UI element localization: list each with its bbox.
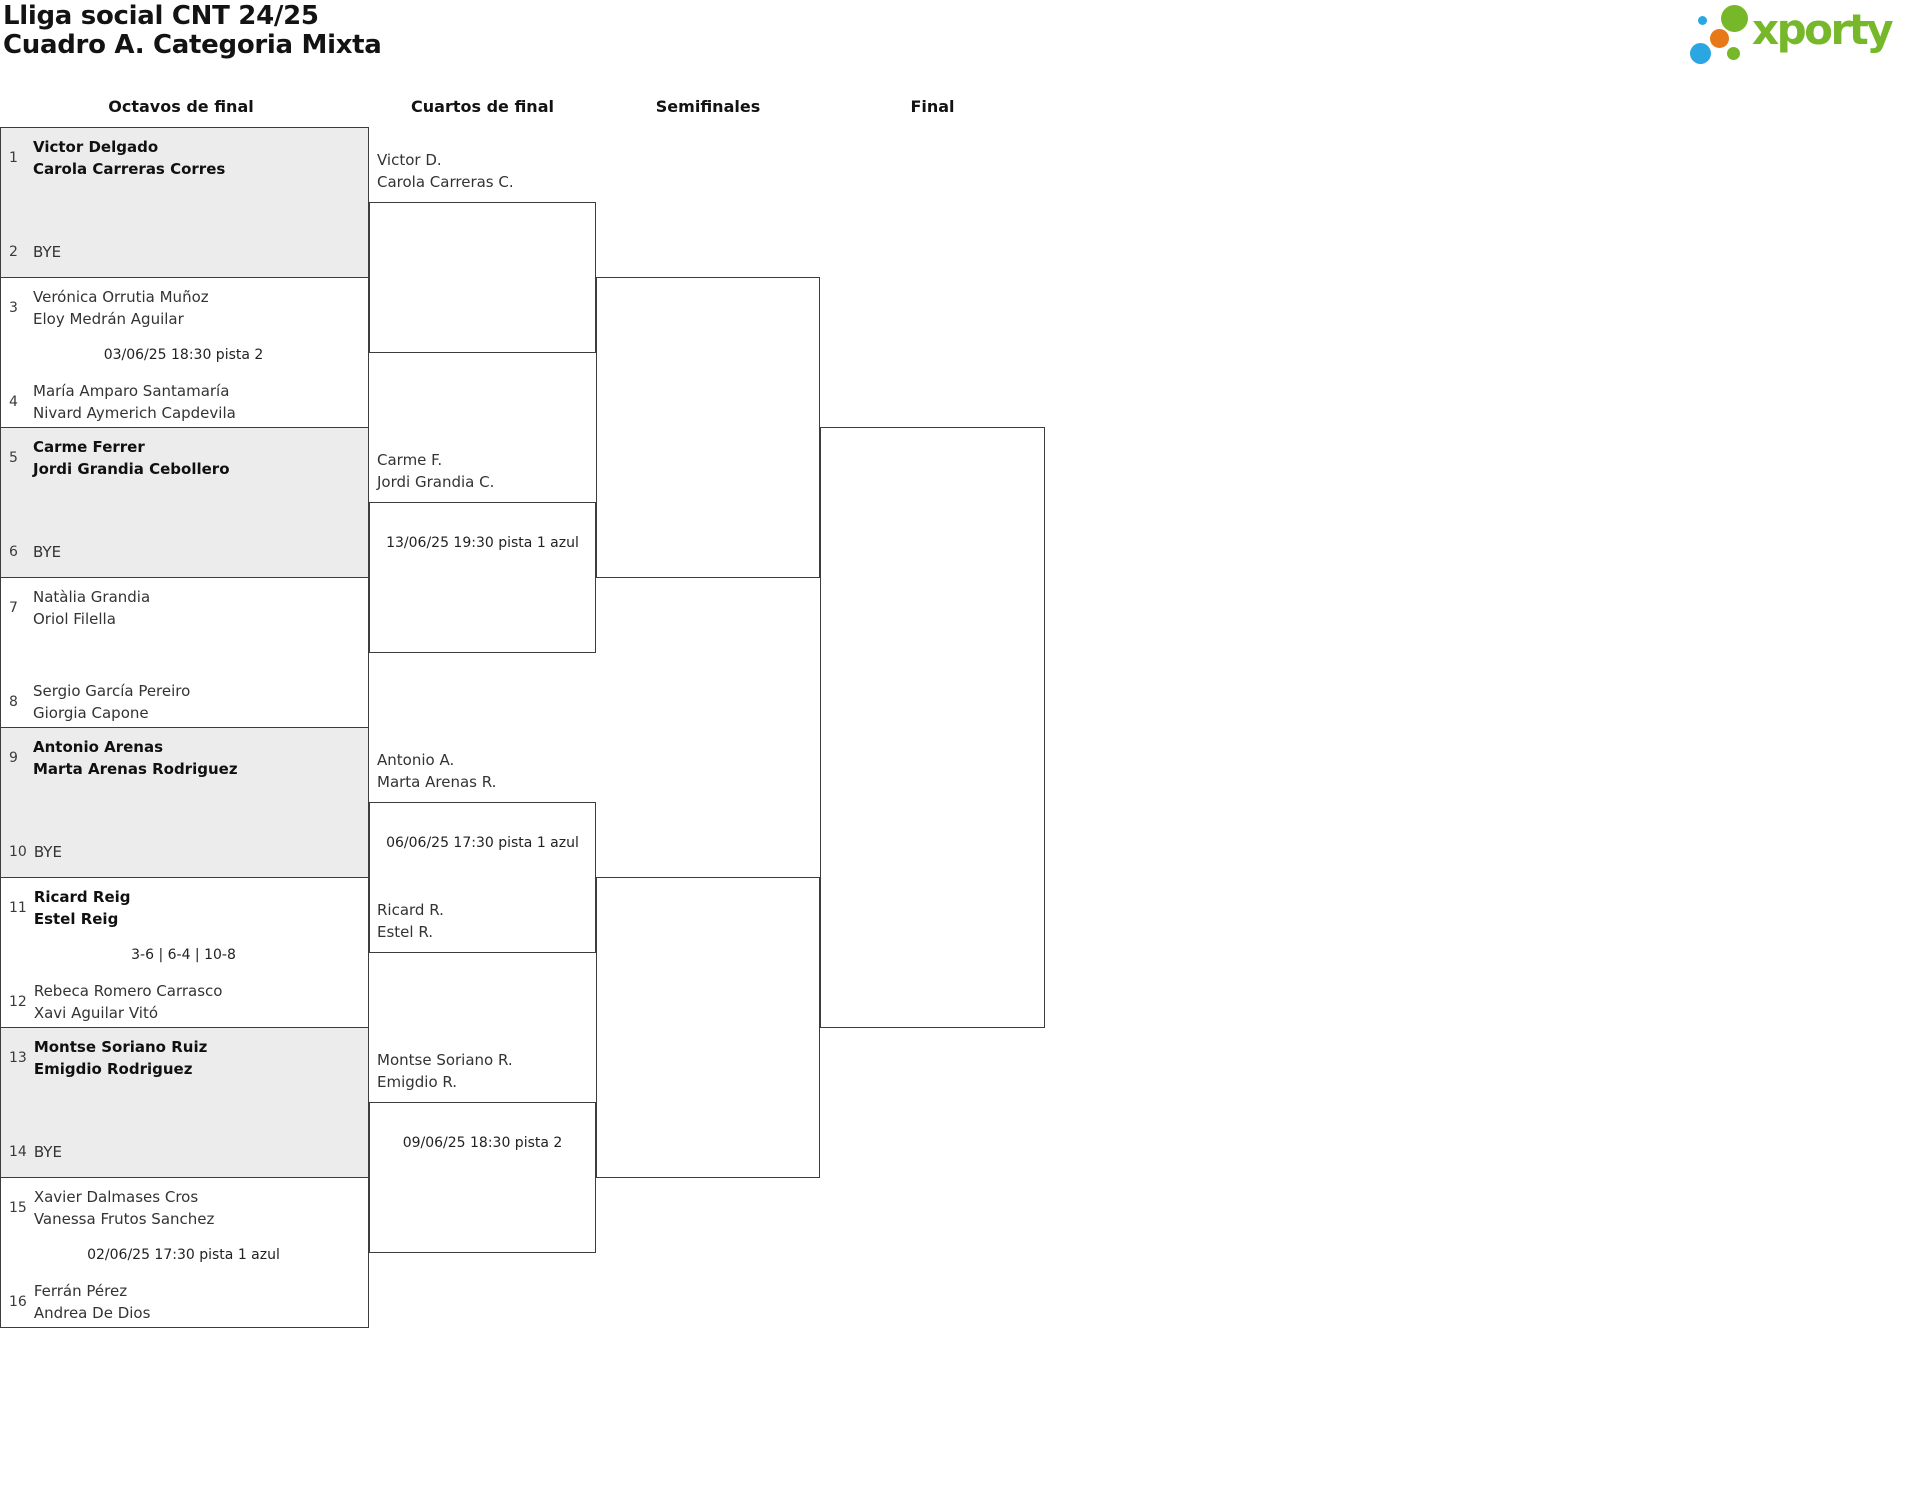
logo-dot-green-small — [1727, 47, 1740, 60]
team-slot: 14 BYE — [7, 1141, 360, 1163]
team-slot: 6 BYE — [7, 541, 360, 563]
round-header-3: Semifinales — [655, 97, 761, 116]
seed-number: 3 — [9, 300, 18, 316]
logo-dot-orange — [1710, 29, 1729, 48]
seed-number: 11 — [9, 900, 27, 916]
final-match-rect[interactable] — [820, 427, 1045, 1028]
sf-match-rect-2[interactable] — [596, 877, 820, 1178]
round-header-4: Final — [910, 97, 955, 116]
match-note — [7, 502, 360, 520]
tournament-name: Lliga social CNT 24/25 — [3, 1, 319, 31]
team-name: BYE — [33, 543, 62, 561]
draw-name: Cuadro A. Categoria Mixta — [3, 30, 382, 60]
seed-number: 14 — [9, 1144, 27, 1160]
seed-number: 13 — [9, 1050, 27, 1066]
logo-dot-blue-large — [1690, 43, 1711, 64]
qf-match-rect-3[interactable] — [369, 802, 596, 953]
team-slot: 10 BYE — [7, 841, 360, 863]
seed-number: 6 — [9, 544, 18, 560]
qf-match-date: 09/06/25 18:30 pista 2 — [402, 1135, 563, 1151]
qf-top-team-label: Carme F.Jordi Grandia C. — [377, 451, 495, 491]
qf-top-team-label: Victor D.Carola Carreras C. — [377, 151, 514, 191]
seed-number: 4 — [9, 394, 18, 410]
qf-match-date: 13/06/25 19:30 pista 1 azul — [386, 535, 579, 551]
logo-dot-blue-small — [1698, 16, 1707, 25]
match-note: 02/06/25 17:30 pista 1 azul — [87, 1247, 280, 1263]
seed-number: 7 — [9, 600, 18, 616]
qf-match-rect-1[interactable] — [369, 202, 596, 353]
seed-number: 1 — [9, 150, 18, 166]
qf-match-rect-4[interactable] — [369, 1102, 596, 1253]
qf-match-date: 06/06/25 17:30 pista 1 azul — [386, 835, 579, 851]
qf-top-team-label: Montse Soriano R.Emigdio R. — [377, 1051, 513, 1091]
seed-number: 15 — [9, 1200, 27, 1216]
page-title: Lliga social CNT 24/25 Cuadro A. Categor… — [3, 2, 382, 60]
match-note: 03/06/25 18:30 pista 2 — [103, 347, 264, 363]
round-header-2: Cuartos de final — [411, 97, 554, 116]
logo-dot-green-large — [1721, 5, 1748, 32]
sf-match-rect-1[interactable] — [596, 277, 820, 578]
team-slot: 2 BYE — [7, 241, 360, 263]
match-note — [7, 646, 360, 664]
match-note — [7, 1102, 360, 1120]
round-header-1: Octavos de final — [108, 97, 254, 116]
team-name: BYE — [33, 843, 62, 861]
team-name: BYE — [33, 243, 62, 261]
logo-wordmark: xporty — [1752, 5, 1894, 54]
seed-number: 10 — [9, 844, 27, 860]
seed-number: 16 — [9, 1294, 27, 1310]
qf-match-rect-2[interactable] — [369, 502, 596, 653]
seed-number: 8 — [9, 694, 18, 710]
xporty-logo[interactable]: xporty — [1686, 0, 1920, 70]
seed-number: 9 — [9, 750, 18, 766]
seed-number: 5 — [9, 450, 18, 466]
match-note — [7, 802, 360, 820]
seed-number: 12 — [9, 994, 27, 1010]
match-note: 3-6 | 6-4 | 10-8 — [131, 947, 236, 963]
match-note — [7, 202, 360, 220]
qf-bottom-team-label: Ricard R.Estel R. — [377, 901, 444, 941]
qf-top-team-label: Antonio A.Marta Arenas R. — [377, 751, 497, 791]
team-name: BYE — [33, 1143, 62, 1161]
seed-number: 2 — [9, 244, 18, 260]
